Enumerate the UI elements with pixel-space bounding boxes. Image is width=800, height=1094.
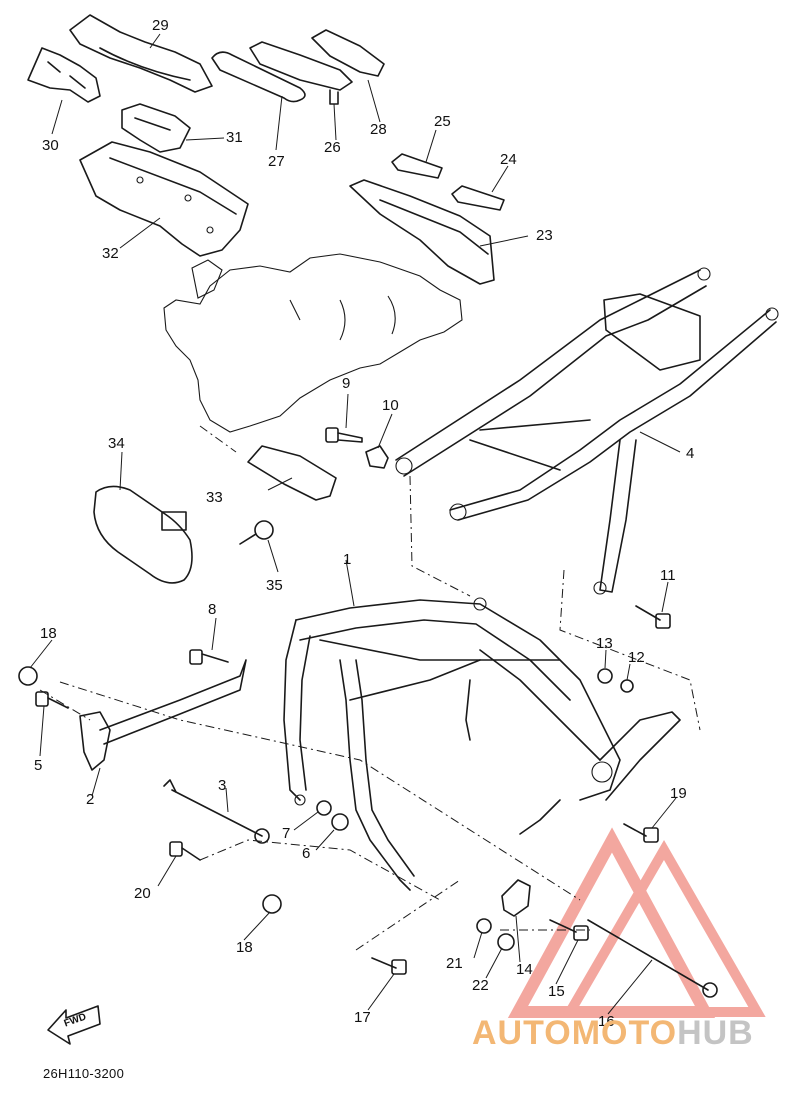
- part-24-pad: [451, 185, 505, 211]
- callout-3: 3: [218, 777, 227, 794]
- part-7-washer: [316, 800, 332, 816]
- callout-14: 14: [516, 961, 533, 978]
- part-10-clip: [365, 445, 389, 469]
- callout-29: 29: [152, 17, 169, 34]
- part-27-bracket: [211, 51, 306, 103]
- part-8-bolt: [189, 649, 229, 665]
- callout-21: 21: [446, 955, 463, 972]
- part-21-nut: [476, 918, 492, 934]
- watermark-text-part-a: AUTOMOTO: [472, 1014, 678, 1052]
- part-5-bolt: [35, 691, 69, 709]
- part-18-nut: [18, 666, 38, 686]
- part-16-long-bolt: [587, 919, 718, 998]
- part-25-pad: [391, 153, 443, 179]
- callout-22: 22: [472, 977, 489, 994]
- callout-8: 8: [208, 601, 217, 618]
- part-28-plate: [249, 29, 385, 105]
- part-1-main-frame: [283, 597, 681, 891]
- callout-11: 11: [660, 567, 676, 584]
- callout-26: 26: [324, 139, 341, 156]
- part-33-cover: [247, 445, 337, 501]
- part-19-bolt: [623, 823, 659, 843]
- callout-10: 10: [382, 397, 399, 414]
- callout-4: 4: [686, 445, 695, 462]
- drawing-code: 26H110-3200: [43, 1066, 125, 1081]
- part-11-bolt: [635, 605, 671, 629]
- part-18-nut-lower: [262, 894, 282, 914]
- callout-18-lower: 18: [236, 939, 253, 956]
- part-29-heat-shield: [69, 14, 213, 93]
- callout-23: 23: [536, 227, 553, 244]
- front-direction-arrow-icon: [47, 1005, 101, 1045]
- watermark-logo-icon: [507, 827, 766, 1018]
- part-32-bracket-plate: [79, 141, 249, 257]
- part-22-nut: [497, 933, 515, 951]
- part-14-bracket: [501, 879, 531, 917]
- callout-18-upper: 18: [40, 625, 57, 642]
- callout-leader-lines: [29, 33, 681, 1015]
- part-31-cover: [121, 103, 191, 153]
- callout-12: 12: [628, 649, 645, 666]
- callout-27: 27: [268, 153, 285, 170]
- watermark-text-part-b: HUB: [677, 1014, 754, 1052]
- part-34-wire-loop: [93, 485, 193, 584]
- callout-15: 15: [548, 983, 565, 1000]
- callout-16: 16: [598, 1013, 615, 1030]
- callout-1: 1: [343, 551, 352, 568]
- assembly-guide-lines: [39, 425, 701, 951]
- callout-6: 6: [302, 845, 311, 862]
- part-17-bolt: [371, 957, 407, 975]
- part-35-clamp: [239, 520, 274, 545]
- callout-28: 28: [370, 121, 387, 138]
- callout-7: 7: [282, 825, 291, 842]
- part-3-long-bolt: [163, 779, 270, 844]
- part-9-bolt: [325, 427, 363, 443]
- callout-19: 19: [670, 785, 687, 802]
- callout-25: 25: [434, 113, 451, 130]
- part-20-bolt: [169, 841, 201, 861]
- part-13-nut: [597, 668, 613, 684]
- part-30-cover: [27, 47, 101, 103]
- part-6-collar: [331, 813, 349, 831]
- part-23-cover-plate: [349, 179, 495, 285]
- callout-5: 5: [34, 757, 43, 774]
- watermark-text: AUTOMOTOHUB: [472, 1014, 754, 1053]
- callout-30: 30: [42, 137, 59, 154]
- callout-20: 20: [134, 885, 151, 902]
- callout-9: 9: [342, 375, 351, 392]
- callout-32: 32: [102, 245, 119, 262]
- part-12-washer: [620, 679, 634, 693]
- callout-2: 2: [86, 791, 95, 808]
- part-4-rear-subframe: [395, 267, 779, 595]
- callout-31: 31: [226, 129, 243, 146]
- part-2-engine-bracket: [79, 659, 247, 771]
- callout-34: 34: [108, 435, 125, 452]
- callout-35: 35: [266, 577, 283, 594]
- callout-13: 13: [596, 635, 613, 652]
- engine-outline: [163, 253, 463, 433]
- callout-17: 17: [354, 1009, 371, 1026]
- callout-24: 24: [500, 151, 517, 168]
- callout-33: 33: [206, 489, 223, 506]
